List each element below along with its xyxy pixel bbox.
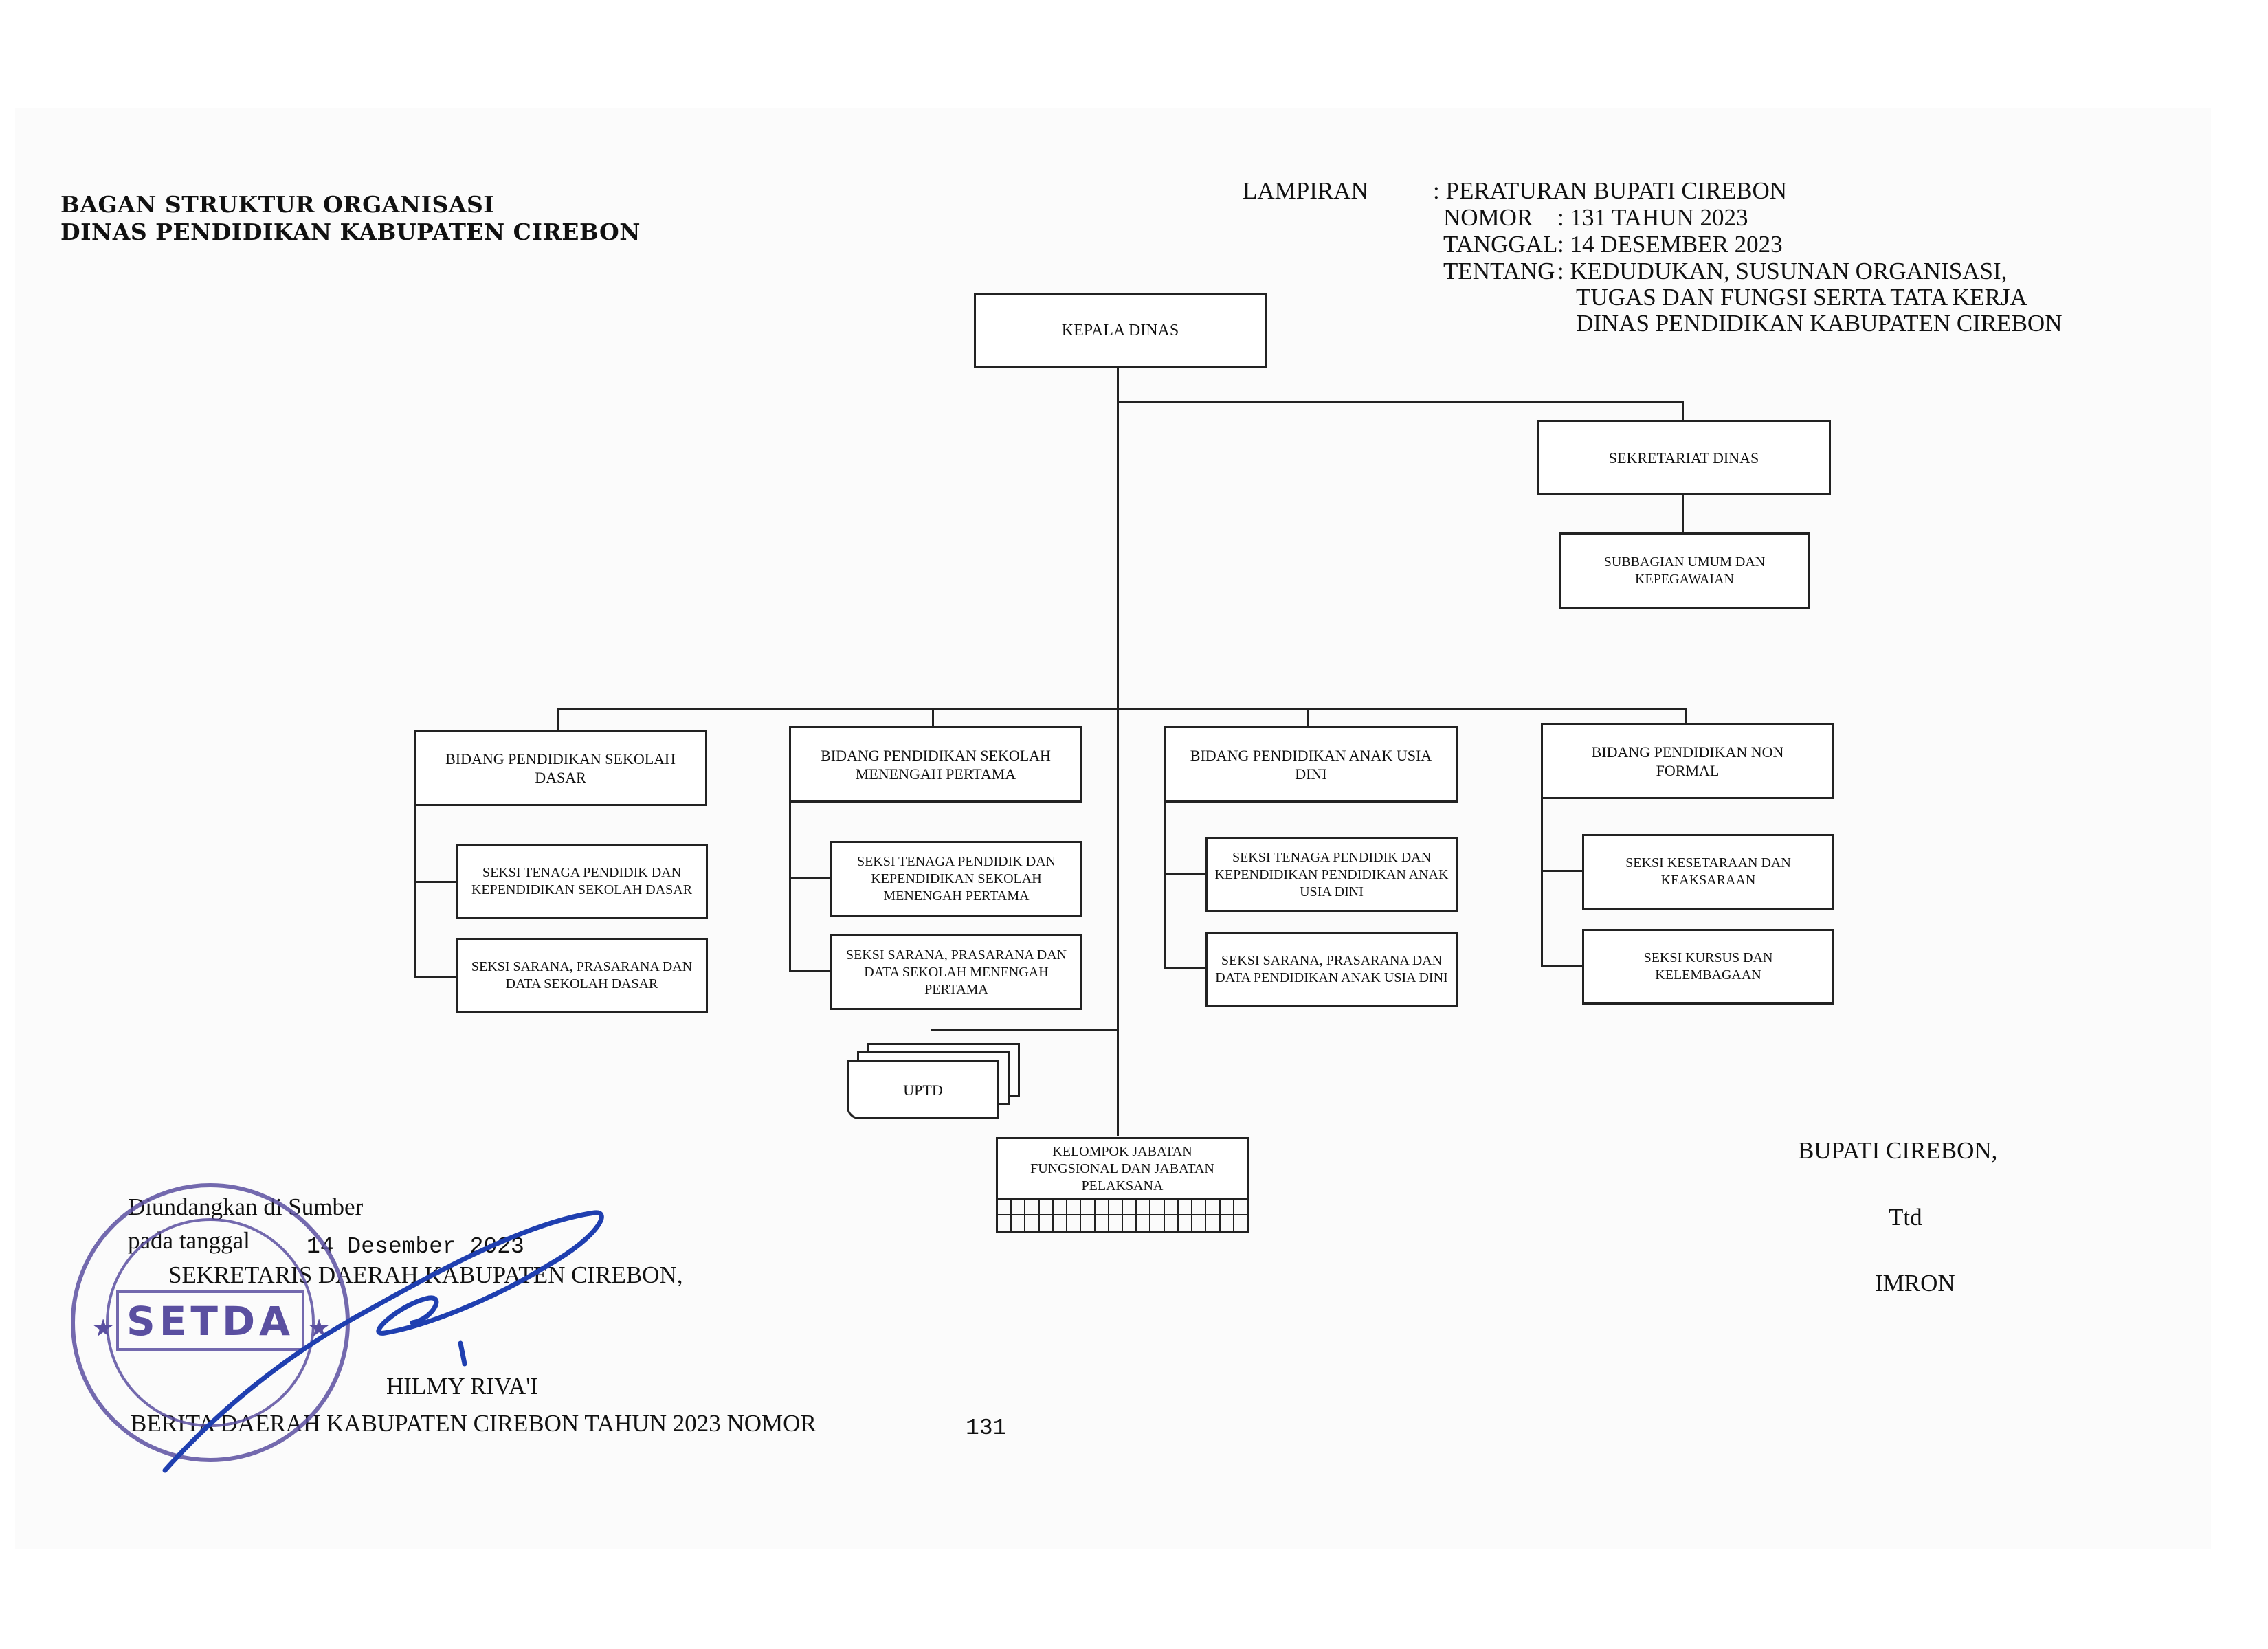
- berita-daerah-text: BERITA DAERAH KABUPATEN CIREBON TAHUN 20…: [131, 1410, 816, 1437]
- bidang-drop-2: [932, 708, 934, 726]
- sekda-title: SEKRETARIS DAERAH KABUPATEN CIREBON,: [168, 1261, 683, 1288]
- tanggal-label: TANGGAL: [1443, 231, 1558, 258]
- tentang-line3: DINAS PENDIDIKAN KABUPATEN CIREBON: [1576, 310, 2063, 337]
- tentang-label: TENTANG: [1443, 258, 1555, 284]
- doc-title-line1: BAGAN STRUKTUR ORGANISASI: [60, 191, 495, 218]
- tanggal-value: : 14 DESEMBER 2023: [1557, 231, 1783, 258]
- branch-tick-3b: [1164, 967, 1205, 969]
- main-trunk-line: [1117, 368, 1119, 1136]
- box-seksi-smp-tenaga: SEKSI TENAGA PENDIDIK DAN KEPENDIDIKAN S…: [830, 841, 1082, 917]
- bidang-drop-4: [1685, 708, 1687, 723]
- bidang-bus-line: [557, 708, 1687, 710]
- box-seksi-kursus: SEKSI KURSUS DAN KELEMBAGAAN: [1582, 929, 1834, 1005]
- branch-tick-2a: [789, 877, 830, 879]
- box-seksi-smp-sarana: SEKSI SARANA, PRASARANA DAN DATA SEKOLAH…: [830, 934, 1082, 1010]
- lampiran-value: : PERATURAN BUPATI CIREBON: [1433, 177, 1788, 204]
- svg-text:★: ★: [92, 1314, 114, 1342]
- branch-line-3: [1164, 801, 1166, 969]
- box-sekretariat-dinas: SEKRETARIAT DINAS: [1537, 420, 1831, 495]
- branch-tick-2b: [789, 970, 830, 972]
- bupati-name: IMRON: [1875, 1270, 1955, 1297]
- bupati-title: BUPATI CIREBON,: [1798, 1137, 1998, 1164]
- nomor-value: : 131 TAHUN 2023: [1557, 204, 1748, 231]
- diundangkan-text: Diundangkan di Sumber: [128, 1193, 364, 1220]
- box-uptd: UPTD: [847, 1060, 999, 1119]
- branch-tick-4a: [1541, 870, 1582, 872]
- box-bidang-paud: BIDANG PENDIDIKAN ANAK USIA DINI: [1164, 726, 1458, 803]
- branch-tick-1a: [414, 881, 456, 883]
- signature-scribble: [162, 1210, 604, 1473]
- box-seksi-sd-sarana: SEKSI SARANA, PRASARANA DAN DATA SEKOLAH…: [456, 938, 708, 1013]
- box-seksi-paud-tenaga: SEKSI TENAGA PENDIDIK DAN KEPENDIDIKAN P…: [1205, 837, 1458, 912]
- box-seksi-paud-sarana: SEKSI SARANA, PRASARANA DAN DATA PENDIDI…: [1205, 932, 1458, 1007]
- box-bidang-nonformal: BIDANG PENDIDIKAN NON FORMAL: [1541, 723, 1834, 799]
- stamp-text: SETDA: [126, 1298, 294, 1345]
- nomor-label: NOMOR: [1443, 204, 1533, 231]
- box-bidang-smp: BIDANG PENDIDIKAN SEKOLAH MENENGAH PERTA…: [789, 726, 1082, 803]
- branch-line-1: [414, 805, 416, 977]
- doc-title-line2: DINAS PENDIDIKAN KABUPATEN CIREBON: [60, 218, 641, 245]
- box-kepala-dinas: KEPALA DINAS: [974, 293, 1267, 368]
- kelompok-jabatan-grid: [996, 1199, 1249, 1233]
- uptd-connector: [931, 1029, 1118, 1031]
- lampiran-label: LAMPIRAN: [1243, 177, 1368, 204]
- berita-daerah-number: 131: [966, 1415, 1007, 1441]
- branch-tick-3a: [1164, 873, 1205, 875]
- tentang-line2: TUGAS DAN FUNGSI SERTA TATA KERJA: [1576, 284, 2027, 311]
- sekretariat-connector: [1117, 401, 1684, 403]
- branch-line-4: [1541, 797, 1543, 966]
- box-bidang-sd: BIDANG PENDIDIKAN SEKOLAH DASAR: [414, 730, 707, 806]
- box-subbagian-umum: SUBBAGIAN UMUM DAN KEPEGAWAIAN: [1559, 532, 1810, 609]
- bidang-drop-3: [1307, 708, 1309, 726]
- branch-line-2: [789, 801, 791, 972]
- sekda-name: HILMY RIVA'I: [386, 1373, 539, 1400]
- box-seksi-sd-tenaga: SEKSI TENAGA PENDIDIK DAN KEPENDIDIKAN S…: [456, 844, 708, 919]
- branch-tick-4b: [1541, 965, 1582, 967]
- sekretariat-drop: [1682, 401, 1684, 420]
- subbagian-connector: [1682, 495, 1684, 532]
- box-seksi-kesetaraan: SEKSI KESETARAAN DAN KEAKSARAAN: [1582, 834, 1834, 910]
- bupati-ttd: Ttd: [1889, 1204, 1922, 1231]
- branch-tick-1b: [414, 976, 456, 978]
- box-kelompok-jabatan: KELOMPOK JABATAN FUNGSIONAL DAN JABATAN …: [996, 1137, 1249, 1200]
- tentang-value: : KEDUDUKAN, SUSUNAN ORGANISASI,: [1557, 258, 2008, 284]
- bidang-drop-1: [557, 708, 559, 730]
